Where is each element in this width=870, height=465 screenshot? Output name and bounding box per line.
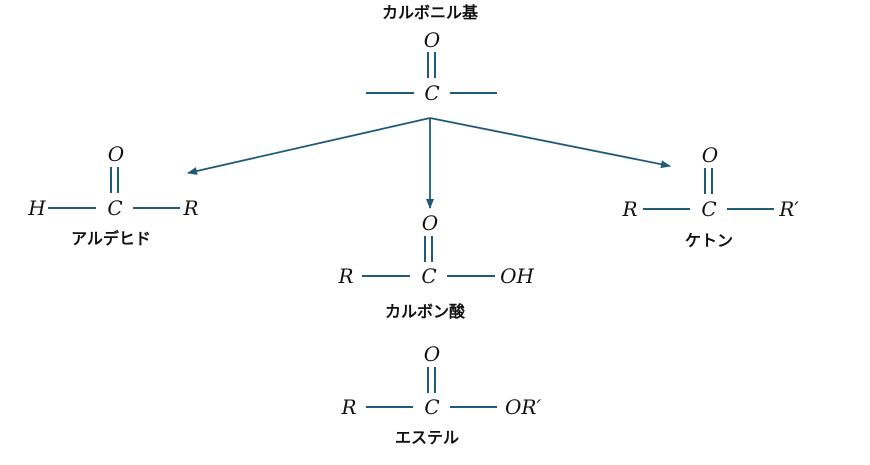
ester-structure: O R C OR′ エステル: [340, 342, 541, 447]
ketone-structure: O R C R′ ケトン: [621, 143, 799, 250]
ketone-carbon: C: [701, 197, 716, 221]
aldehyde-right-atom: R: [182, 196, 198, 220]
aldehyde-label: アルデヒド: [71, 229, 151, 248]
carboxylic-acid-right-atom: OH: [500, 264, 534, 288]
aldehyde-left-atom: H: [27, 196, 46, 220]
ketone-label: ケトン: [685, 231, 733, 250]
aldehyde-carbon: C: [107, 196, 122, 220]
arrow-to-aldehyde: [187, 117, 431, 175]
aldehyde-structure: O H C R アルデヒド: [27, 142, 198, 248]
carbonyl-carbon: C: [424, 81, 439, 105]
carbonyl-group: カルボニル基 O C: [366, 3, 497, 105]
ester-right-atom: OR′: [505, 395, 541, 419]
carboxylic-acid-carbon: C: [421, 264, 436, 288]
carboxylic-acid-left-atom: R: [337, 264, 353, 288]
ester-carbon: C: [424, 395, 439, 419]
ketone-right-atom: R′: [778, 197, 799, 221]
arrows: [187, 117, 671, 209]
ketone-left-atom: R: [621, 197, 637, 221]
ester-oxygen: O: [424, 342, 440, 366]
carboxylic-acid-oxygen: O: [422, 211, 438, 235]
ketone-oxygen: O: [702, 143, 718, 167]
ester-left-atom: R: [340, 395, 356, 419]
aldehyde-oxygen: O: [108, 142, 124, 166]
carboxylic-acid-label: カルボン酸: [385, 302, 466, 321]
carbonyl-title: カルボニル基: [382, 3, 479, 22]
ester-label: エステル: [395, 428, 459, 447]
carboxylic-acid-structure: O R C OH カルボン酸: [337, 211, 534, 321]
arrow-to-ketone: [429, 117, 671, 169]
carbonyl-oxygen: O: [424, 28, 440, 52]
